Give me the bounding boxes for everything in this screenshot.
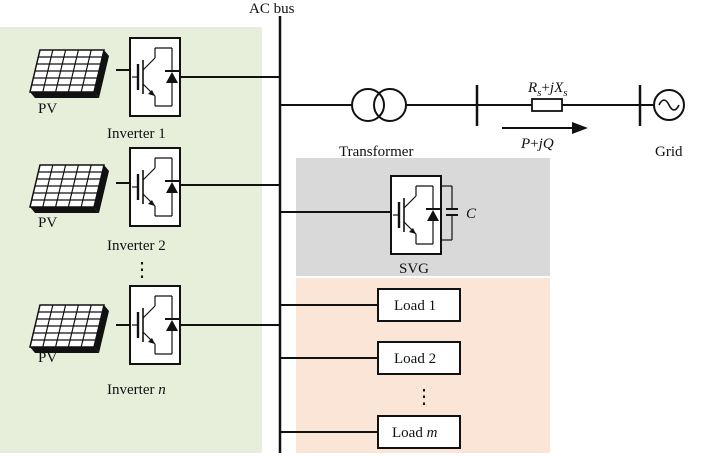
- ac-bus-label: AC bus: [249, 1, 295, 17]
- inverter-ellipsis: ⋮: [132, 259, 152, 281]
- load-ellipsis: ⋮: [414, 386, 434, 408]
- load-label: Load 2: [394, 351, 436, 367]
- load-label: Load 1: [394, 298, 436, 314]
- impedance-label: Rs+jXs: [527, 80, 568, 99]
- grid-connection: Transformer Rs+jXs P+jQ Grid: [280, 80, 685, 160]
- svg-unit: C SVG: [280, 174, 477, 277]
- grid-label: Grid: [655, 144, 683, 160]
- pv-panel-icon: [29, 304, 110, 354]
- pv-label: PV: [38, 101, 57, 117]
- transformer-icon: [351, 88, 385, 122]
- inverter-label: Inverter n: [107, 382, 166, 398]
- svg-inverter-icon: [389, 174, 443, 256]
- impedance-icon: [531, 98, 563, 112]
- inverter-label: Inverter 1: [107, 126, 166, 142]
- pv-panel-icon: [29, 49, 110, 99]
- inverter-icon: [128, 36, 182, 118]
- inverter-icon: [128, 146, 182, 228]
- pv-label: PV: [38, 215, 57, 231]
- inverter-label: Inverter 2: [107, 238, 166, 254]
- grid-source-icon: [653, 89, 685, 121]
- inverter-icon: [128, 284, 182, 366]
- power-flow-label: P+jQ: [520, 136, 554, 152]
- load-box: [377, 415, 461, 449]
- loads: Load 1 Load 2 ⋮ Load m: [280, 288, 461, 449]
- svg-label: SVG: [399, 261, 429, 277]
- pv-unit-1: PV Inverter 1: [29, 36, 280, 142]
- pv-label: PV: [38, 350, 57, 366]
- pv-unit-2: PV Inverter 2: [29, 146, 280, 254]
- load-box: [377, 341, 461, 375]
- load-box: [377, 288, 461, 322]
- transformer-label: Transformer: [339, 144, 413, 160]
- load-label: Load m: [392, 425, 438, 441]
- capacitor-label: C: [466, 206, 477, 222]
- pv-panel-icon: [29, 164, 110, 214]
- pv-unit-n: PV Inverter n: [29, 284, 280, 398]
